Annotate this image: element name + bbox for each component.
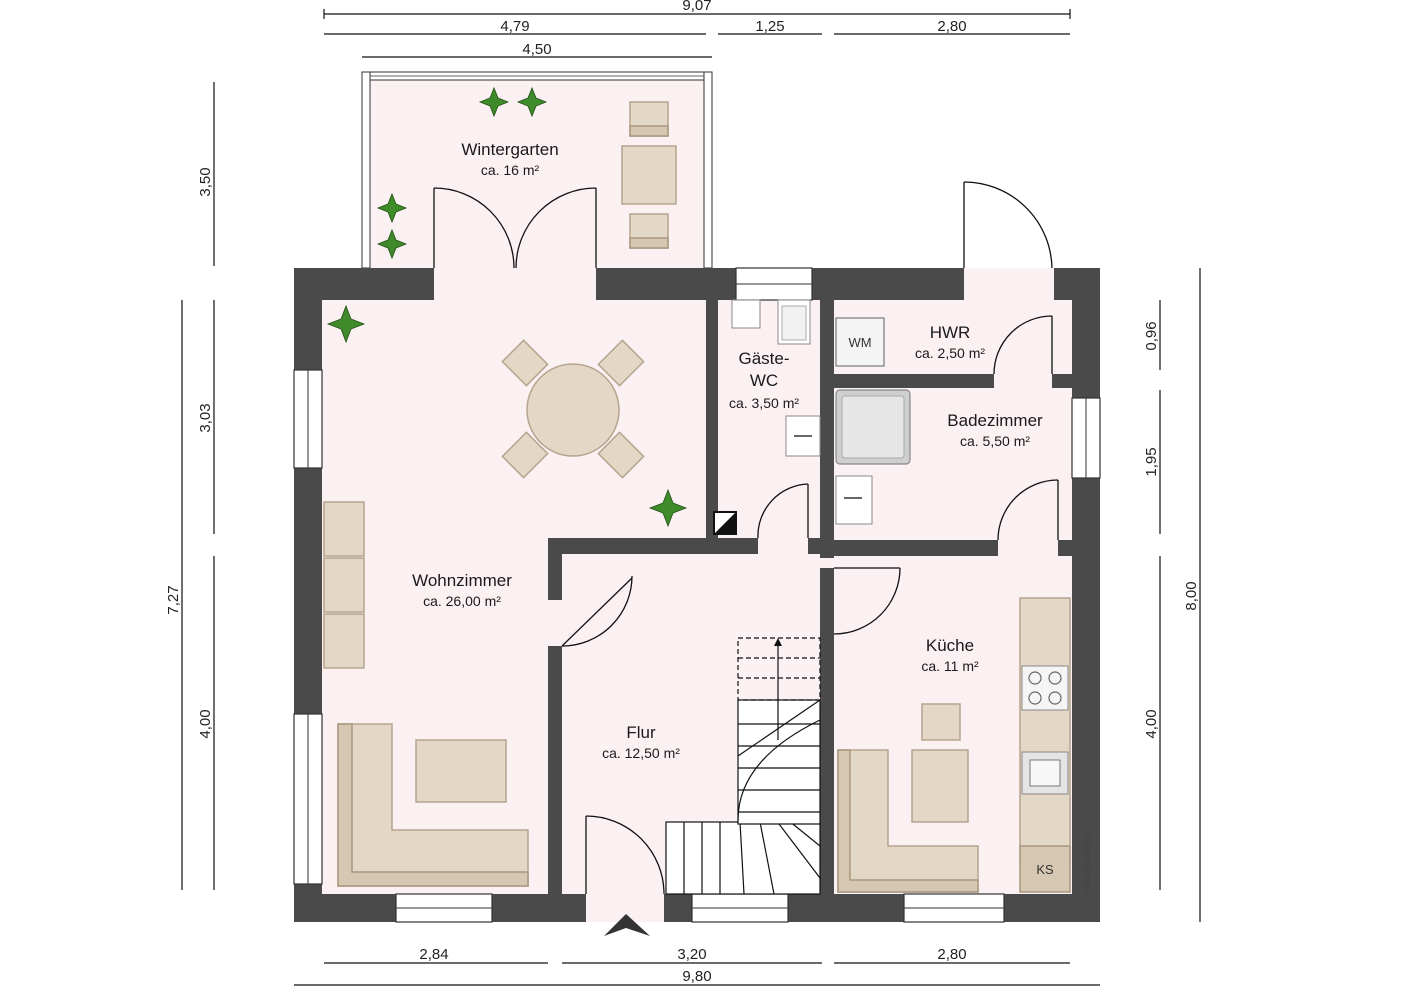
room-name-wintergarten: Wintergarten	[461, 140, 558, 159]
dim-bottom-total: 9,80	[682, 968, 711, 985]
windows	[293, 267, 1101, 923]
staircase	[665, 637, 821, 895]
dim-left-total: 7,27	[165, 585, 182, 614]
room-area-wintergarten: ca. 16 m²	[481, 162, 540, 178]
dim-top-right: 2,80	[937, 18, 966, 35]
fridge-label: KS	[1036, 862, 1054, 877]
room-name-kueche: Küche	[926, 636, 974, 655]
dim-right-hwr: 0,96	[1143, 321, 1160, 350]
room-area-kueche: ca. 11 m²	[921, 658, 979, 674]
dining-set	[501, 339, 645, 479]
dim-left-upper: 3,03	[197, 403, 214, 432]
doors	[433, 181, 1059, 936]
plant-icon	[326, 304, 366, 344]
dim-right-kitchen: 4,00	[1143, 709, 1160, 738]
dimension-lines	[181, 9, 1201, 986]
room-labels: Wintergarten ca. 16 m² Wohnzimmer ca. 26…	[412, 140, 1092, 894]
dim-top-wintergarten: 4,50	[522, 41, 551, 58]
plant-icon	[376, 228, 408, 260]
dimension-labels: 9,07 4,79 1,25 2,80 4,50 2,84 3,20 2,80 …	[165, 0, 1200, 985]
wintergarten-furniture	[621, 101, 677, 249]
room-name-gaeste-wc-line2: WC	[750, 371, 778, 390]
room-name-gaeste-wc-line1: Gäste-	[738, 349, 789, 368]
dim-top-living: 4,79	[500, 18, 529, 35]
room-name-badezimmer: Badezimmer	[947, 411, 1043, 430]
watermark: Immogrundriss	[1082, 834, 1092, 894]
dim-bottom-right: 2,80	[937, 946, 966, 963]
dim-top-wc: 1,25	[755, 18, 784, 35]
room-area-badezimmer: ca. 5,50 m²	[960, 433, 1030, 449]
plant-icon	[516, 86, 548, 118]
dim-right-bad: 1,95	[1143, 447, 1160, 476]
dim-bottom-middle: 3,20	[677, 946, 706, 963]
room-area-flur: ca. 12,50 m²	[602, 745, 680, 761]
plant-icon	[478, 86, 510, 118]
washing-machine-label: WM	[848, 335, 871, 350]
room-name-hwr: HWR	[930, 323, 971, 342]
dim-left-lower: 4,00	[197, 709, 214, 738]
living-furniture	[323, 501, 529, 887]
dim-bottom-left: 2,84	[419, 946, 448, 963]
plant-icon	[648, 488, 688, 528]
room-area-wohnzimmer: ca. 26,00 m²	[423, 593, 501, 609]
sanitary	[731, 299, 911, 525]
plants	[326, 86, 688, 528]
dim-left-wintergarten: 3,50	[197, 167, 214, 196]
dim-right-total: 8,00	[1183, 581, 1200, 610]
plant-icon	[376, 192, 408, 224]
room-name-flur: Flur	[626, 723, 656, 742]
room-area-hwr: ca. 2,50 m²	[915, 345, 985, 361]
room-name-wohnzimmer: Wohnzimmer	[412, 571, 512, 590]
room-area-gaeste-wc: ca. 3,50 m²	[729, 395, 799, 411]
dim-top-total: 9,07	[682, 0, 711, 14]
floors	[294, 72, 1100, 922]
kitchen-furniture	[837, 597, 1071, 893]
